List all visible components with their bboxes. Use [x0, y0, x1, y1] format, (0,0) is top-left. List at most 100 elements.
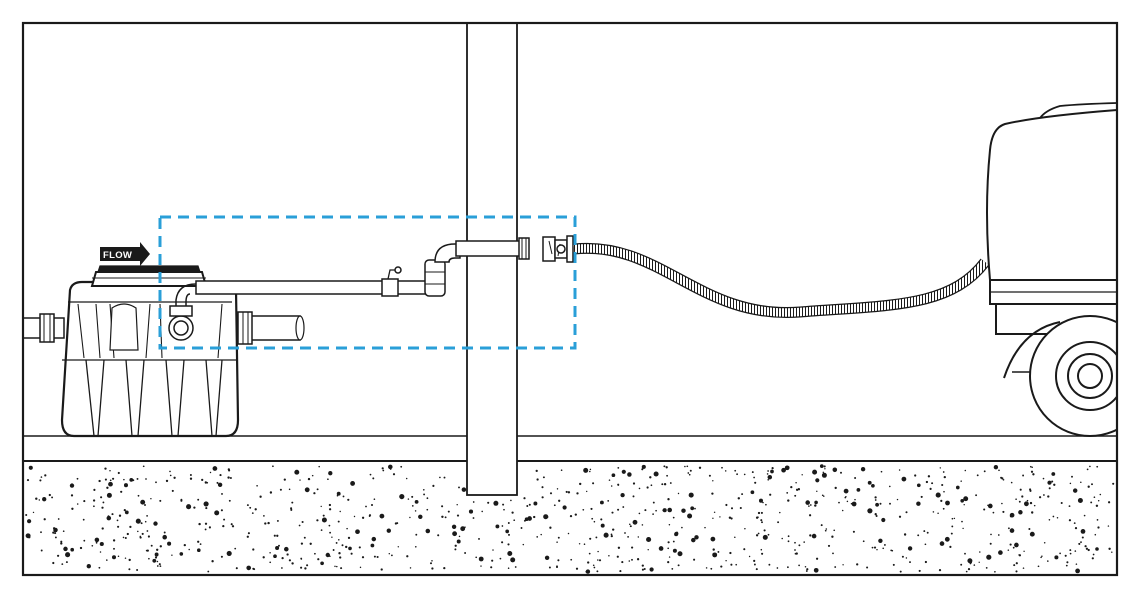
soil-dot: [834, 566, 837, 568]
soil-dot: [336, 491, 341, 496]
soil-dot: [399, 494, 405, 500]
soil-dot: [641, 564, 644, 567]
soil-dot: [499, 557, 502, 560]
soil-dot: [328, 524, 331, 527]
soil-dot: [124, 536, 127, 540]
soil-dot: [335, 541, 338, 544]
soil-dot: [313, 492, 316, 495]
soil-dot: [681, 526, 683, 529]
soil-dot: [25, 513, 28, 517]
soil-dot: [744, 528, 746, 530]
soil-dot: [414, 545, 417, 548]
soil-dot: [1080, 529, 1086, 534]
soil-dot: [303, 536, 306, 539]
soil-dot: [334, 565, 336, 568]
soil-dot: [106, 515, 112, 521]
soil-dot: [212, 466, 218, 471]
soil-dot: [150, 497, 152, 500]
soil-dot: [1069, 482, 1072, 485]
soil-dot: [314, 552, 316, 555]
soil-dot: [1065, 564, 1068, 567]
soil-dot: [452, 531, 458, 537]
soil-dot: [520, 527, 523, 529]
soil-dot: [109, 479, 112, 482]
soil-dot: [368, 514, 372, 517]
soil-dot: [106, 559, 108, 561]
soil-dot: [414, 499, 419, 504]
soil-dot: [878, 538, 883, 543]
soil-dot: [608, 554, 610, 557]
soil-dot: [1068, 519, 1072, 522]
soil-dot: [405, 477, 408, 480]
soil-dot: [916, 501, 921, 506]
soil-dot: [396, 522, 399, 525]
soil-dot: [70, 547, 75, 552]
soil-dot: [798, 544, 801, 547]
soil-dot: [762, 534, 768, 540]
soil-dot: [481, 510, 483, 513]
soil-dot: [102, 501, 105, 504]
soil-dot: [339, 510, 341, 513]
soil-dot: [757, 511, 761, 515]
soil-dot: [794, 541, 796, 544]
soil-dot: [1095, 547, 1099, 551]
soil-dot: [840, 471, 842, 474]
soil-dot: [832, 467, 838, 473]
soil-dot: [883, 543, 886, 546]
soil-dot: [558, 499, 561, 502]
soil-dot: [771, 467, 774, 470]
soil-dot: [668, 556, 671, 558]
soil-dot: [704, 526, 706, 529]
soil-dot: [1111, 551, 1113, 553]
soil-dot: [461, 487, 467, 492]
soil-dot: [1064, 554, 1067, 557]
soil-dot: [557, 536, 560, 539]
soil-dot: [841, 509, 844, 512]
soil-dot: [751, 471, 754, 474]
soil-dot: [597, 550, 599, 553]
soil-dot: [272, 465, 274, 468]
soil-dot: [155, 481, 157, 484]
soil-dot: [358, 546, 361, 549]
soil-dot: [755, 534, 759, 537]
soil-dot: [353, 515, 356, 518]
soil-dot: [940, 499, 943, 502]
soil-dot: [582, 508, 585, 511]
soil-dot: [1033, 504, 1036, 507]
soil-dot: [644, 509, 647, 512]
soil-dot: [688, 492, 694, 498]
soil-dot: [822, 471, 825, 474]
soil-dot: [451, 524, 457, 529]
soil-dot: [905, 511, 908, 514]
soil-dot: [942, 507, 945, 510]
soil-dot: [382, 469, 385, 472]
soil-dot: [815, 478, 820, 483]
soil-dot: [781, 537, 783, 540]
soil-dot: [987, 503, 993, 509]
soil-dot: [1091, 557, 1094, 560]
soil-dot: [141, 532, 144, 535]
soil-dot: [40, 531, 42, 534]
soil-dot: [617, 546, 621, 549]
soil-dot: [691, 537, 696, 543]
soil-dot: [167, 541, 172, 546]
soil-dot: [860, 467, 866, 472]
soil-dot: [142, 465, 145, 468]
soil-dot: [734, 536, 736, 539]
soil-dot: [608, 479, 611, 481]
soil-dot: [854, 477, 857, 479]
soil-dot: [875, 502, 879, 507]
soil-dot: [1074, 550, 1077, 552]
soil-dot: [1087, 485, 1090, 488]
soil-dot: [376, 555, 379, 559]
soil-dot: [1054, 555, 1059, 560]
soil-dot: [852, 530, 855, 533]
soil-dot: [307, 477, 311, 481]
soil-dot: [101, 506, 104, 509]
soil-dot: [862, 540, 865, 543]
soil-dot: [770, 469, 774, 474]
soil-dot: [856, 488, 861, 492]
soil-dot: [871, 483, 875, 488]
soil-dot: [677, 564, 680, 567]
